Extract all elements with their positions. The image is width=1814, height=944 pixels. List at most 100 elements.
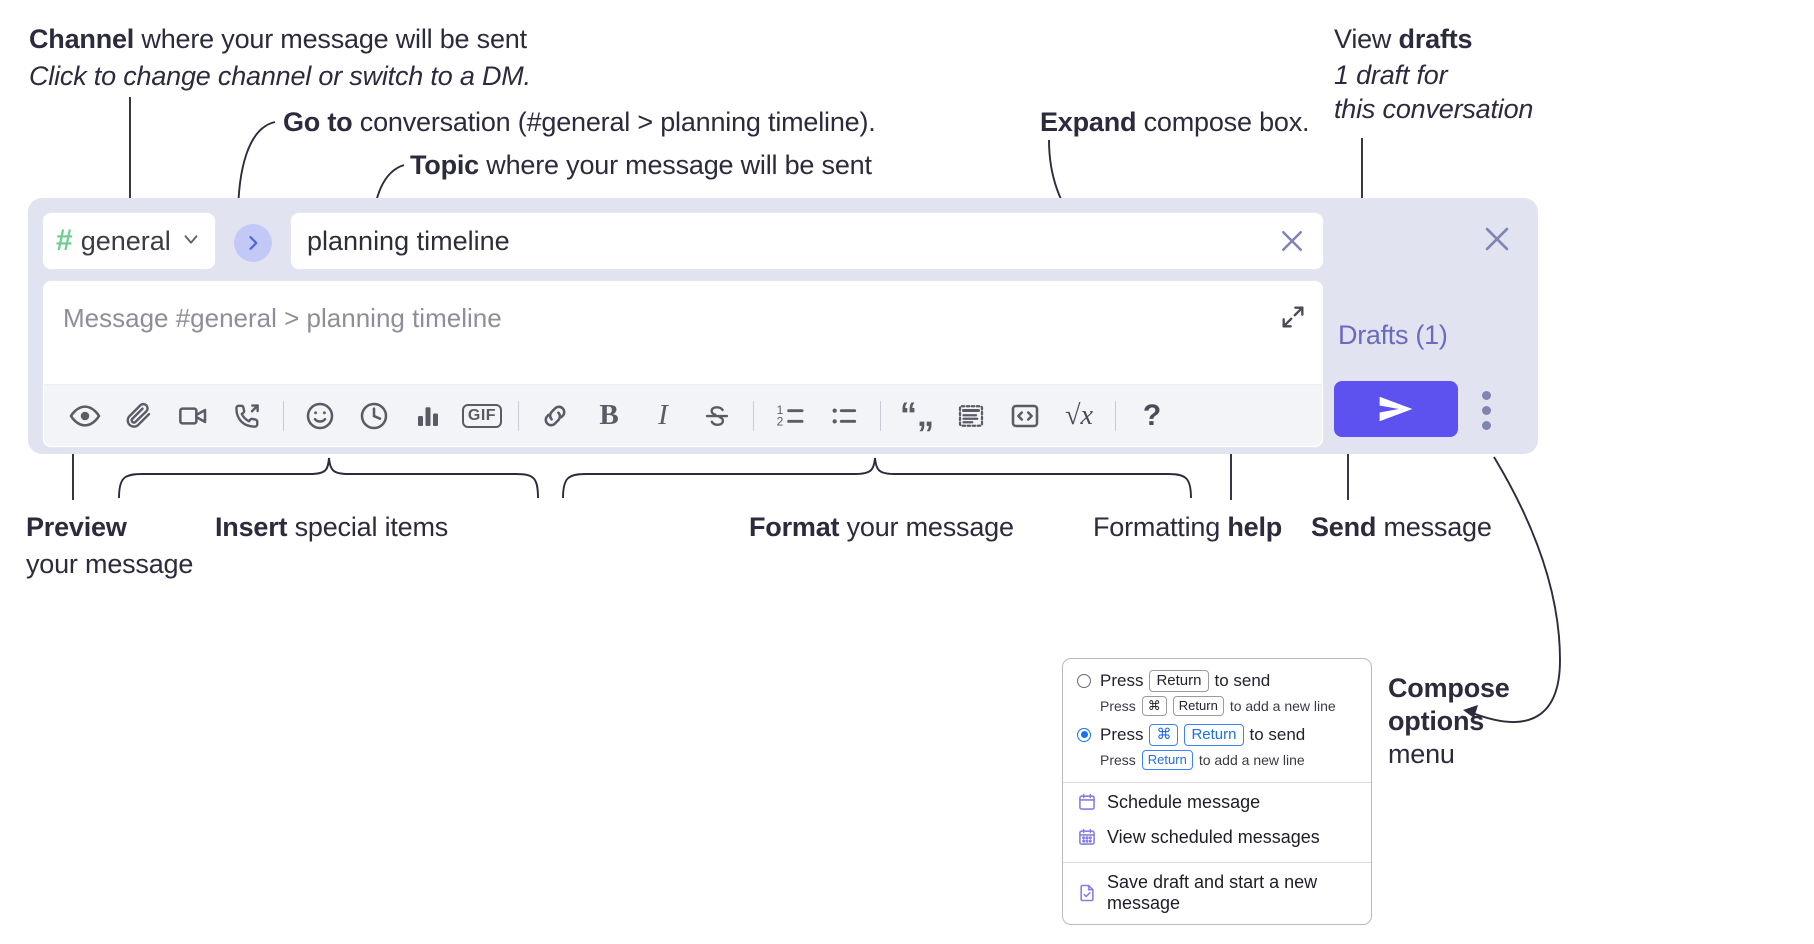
annotation-format-rest: your message <box>839 512 1014 542</box>
annotation-topic: Topic where your message will be sent <box>410 150 872 182</box>
expand-compose-button[interactable] <box>1279 303 1307 336</box>
menu-item-schedule-message[interactable]: Schedule message <box>1063 783 1371 820</box>
annotation-send: Send message <box>1311 512 1492 544</box>
close-icon[interactable] <box>1480 222 1514 261</box>
annotation-insert: Insert special items <box>215 512 448 544</box>
send-button[interactable] <box>1334 381 1458 437</box>
bold-label: B <box>599 399 619 431</box>
menu-option-return-to-send[interactable]: Press Return to send Press ⌘ Return to a… <box>1063 667 1371 721</box>
menu-item-label: Save draft and start a new message <box>1107 871 1318 913</box>
attachment-paperclip-icon[interactable] <box>112 390 166 442</box>
annotation-expand-bold: Expand <box>1040 107 1137 137</box>
divider <box>518 400 519 431</box>
key-return: Return <box>1141 750 1193 770</box>
ordered-list-icon[interactable]: 1 2 <box>763 390 817 442</box>
drafts-link[interactable]: Drafts (1) <box>1338 320 1448 350</box>
menu-option-cmd-return-to-send[interactable]: Press ⌘ Return to send Press Return to a… <box>1063 721 1371 775</box>
divider <box>880 400 881 431</box>
option-pre-label: Press <box>1100 724 1144 744</box>
code-block-icon[interactable] <box>944 390 998 442</box>
annotation-preview: Preview your message <box>26 512 193 581</box>
svg-text:2: 2 <box>777 414 784 428</box>
key-command: ⌘ <box>1141 696 1167 716</box>
channel-selector[interactable]: # general <box>42 212 216 270</box>
compose-options-button[interactable] <box>1482 391 1491 430</box>
bold-icon[interactable]: B <box>582 390 636 442</box>
option-post-label: to send <box>1214 671 1271 691</box>
annotation-help-lead: Formatting <box>1093 512 1228 542</box>
math-formula-icon[interactable]: √x <box>1052 390 1106 442</box>
expand-diagonal-icon <box>1282 306 1304 328</box>
annotation-format-bold: Format <box>749 512 840 542</box>
math-label: √x <box>1065 399 1093 431</box>
annotation-send-bold: Send <box>1311 512 1377 542</box>
annotation-compose-options: Compose options menu <box>1388 672 1510 771</box>
option-sub-pre-label: Press <box>1100 751 1136 768</box>
annotation-help: Formatting help <box>1093 512 1282 544</box>
topic-input[interactable]: planning timeline <box>290 212 1324 270</box>
divider <box>283 400 284 431</box>
annotation-goto-bold: Go to <box>283 107 353 137</box>
divider <box>753 400 754 431</box>
chevron-down-icon <box>180 228 202 255</box>
menu-divider <box>1063 781 1371 783</box>
key-return: Return <box>1172 696 1224 716</box>
blockquote-label: “„ <box>900 396 934 435</box>
bulleted-list-icon[interactable] <box>817 390 871 442</box>
divider <box>1115 400 1116 431</box>
phone-forward-icon[interactable] <box>220 390 274 442</box>
emoji-smiley-icon[interactable] <box>293 390 347 442</box>
calendar-schedule-icon <box>1077 792 1097 812</box>
gif-icon[interactable]: GIF <box>455 390 509 442</box>
gif-label: GIF <box>461 403 503 428</box>
annotation-channel-rest: where your message will be sent <box>134 24 527 54</box>
annotation-drafts: View drafts 1 draft for this conversatio… <box>1334 24 1533 126</box>
annotation-channel: Channel where your message will be sent … <box>29 24 531 93</box>
formatting-help-icon[interactable]: ? <box>1125 390 1179 442</box>
italic-icon[interactable]: I <box>636 390 690 442</box>
composer-side-column: Drafts (1) <box>1324 198 1538 454</box>
save-draft-icon <box>1077 883 1097 903</box>
option-sub-post-label: to add a new line <box>1198 751 1305 768</box>
option-post-label: to send <box>1249 724 1306 744</box>
poll-bar-chart-icon[interactable] <box>401 390 455 442</box>
option-pre-label: Press <box>1100 671 1144 691</box>
menu-item-view-scheduled-messages[interactable]: View scheduled messages <box>1063 820 1371 855</box>
annotation-insert-bold: Insert <box>215 512 288 542</box>
kebab-dot <box>1482 391 1491 400</box>
radio-selected[interactable] <box>1077 727 1091 742</box>
chevron-right-icon <box>249 236 258 250</box>
send-paper-plane-icon <box>1379 396 1413 422</box>
annotation-insert-rest: special items <box>287 512 449 542</box>
annotation-channel-sub: Click to change channel or switch to a D… <box>29 60 531 91</box>
formatting-toolbar: GIF B I 1 2 <box>44 384 1322 446</box>
annotation-help-bold: help <box>1227 512 1283 542</box>
preview-icon[interactable] <box>58 390 112 442</box>
clock-icon[interactable] <box>347 390 401 442</box>
annotation-topic-rest: where your message will be sent <box>479 150 872 180</box>
option-sub-pre-label: Press <box>1100 698 1136 715</box>
close-icon[interactable] <box>1277 226 1307 256</box>
key-command: ⌘ <box>1149 723 1179 747</box>
menu-item-save-draft[interactable]: Save draft and start a new message <box>1063 863 1371 924</box>
hash-channel-icon: # <box>56 224 73 257</box>
annotation-expand: Expand compose box. <box>1040 107 1310 139</box>
italic-label: I <box>658 399 668 431</box>
annotation-compose-options-bold2: options <box>1388 705 1485 736</box>
kebab-dot <box>1482 421 1491 430</box>
strikethrough-icon[interactable] <box>690 390 744 442</box>
annotation-drafts-bold: drafts <box>1398 24 1473 54</box>
blockquote-icon[interactable]: “„ <box>890 390 944 442</box>
go-to-conversation-button[interactable] <box>234 224 272 262</box>
message-input-box[interactable]: Message #general > planning timeline <box>42 280 1324 448</box>
message-input-placeholder: Message #general > planning timeline <box>63 303 502 333</box>
kebab-dot <box>1482 406 1491 415</box>
radio-unselected[interactable] <box>1077 674 1091 689</box>
option-sub-post-label: to add a new line <box>1229 698 1336 715</box>
annotation-compose-options-rest: menu <box>1388 738 1455 769</box>
video-camera-icon[interactable] <box>166 390 220 442</box>
channel-name-label: general <box>80 225 171 256</box>
link-icon[interactable] <box>528 390 582 442</box>
inline-code-icon[interactable] <box>998 390 1052 442</box>
